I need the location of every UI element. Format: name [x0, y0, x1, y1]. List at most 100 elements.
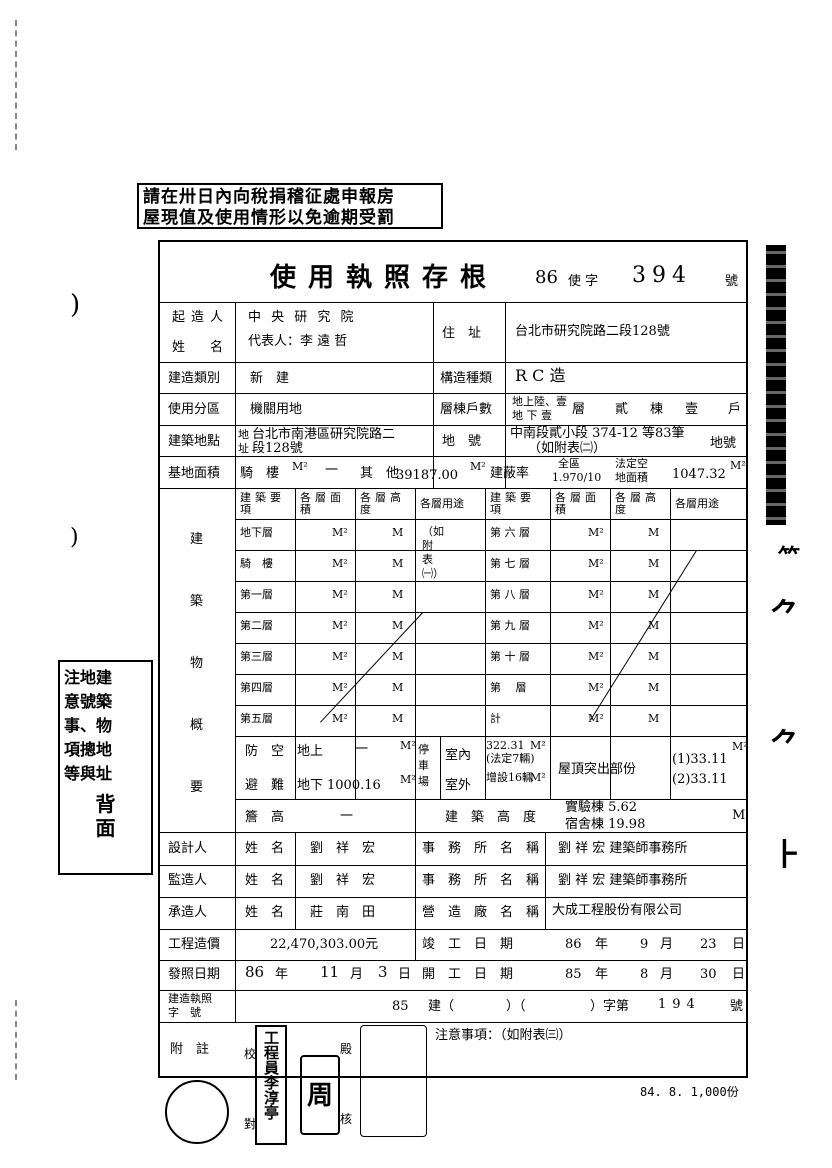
address-label: 住 址: [442, 326, 482, 341]
face-label: 面: [95, 816, 116, 840]
side-notice-line: 等與址: [64, 764, 113, 783]
unit-m: M: [392, 526, 404, 539]
contractor-company: 大成工程股份有限公司: [552, 903, 683, 918]
other-label: 其 他: [360, 466, 400, 481]
lot-suffix: 地號: [710, 436, 737, 451]
rule: [160, 302, 748, 303]
owner-label: 起造人: [172, 310, 230, 325]
parking-outdoor-note: 增設16輛: [486, 771, 533, 784]
shelter-label: 防 空: [245, 744, 285, 759]
engineer-seal: 工程員李淳亭: [255, 1025, 287, 1145]
designer-name-label: 姓 名: [245, 841, 285, 856]
rule: [295, 832, 296, 929]
supervisor-label: 監造人: [168, 873, 208, 888]
header-height-right: 各層高度: [615, 491, 660, 516]
unit-m2: M²: [332, 650, 348, 663]
rule: [160, 488, 748, 489]
round-seal: [165, 1080, 229, 1144]
lot-label: 地 號: [442, 434, 482, 449]
floors-label: 層棟戶數: [440, 402, 493, 417]
roof-projection-2: (2)33.11: [672, 772, 728, 787]
structure-type-value: R C 造: [515, 366, 566, 385]
completion-day: 23: [700, 937, 717, 952]
household-unit: 戶: [728, 402, 742, 417]
overview-label-char: 物: [190, 656, 204, 671]
coverage-value: 1.970/10: [552, 471, 602, 484]
shelter-above-value: 一: [355, 742, 369, 757]
unit-m2: M²: [470, 460, 486, 473]
permit-zidi: ）字第: [590, 999, 630, 1014]
rule: [550, 488, 551, 799]
rule: [160, 929, 748, 930]
building-height-lab: 實驗棟 5.62: [565, 800, 638, 815]
permit-year: 85: [392, 999, 409, 1014]
floor-label-left: 第一層: [240, 588, 273, 601]
eave-height-value: 一: [340, 809, 354, 824]
header-use: 各層用途: [420, 497, 464, 510]
permit-jian: 建（: [428, 999, 455, 1014]
unit-m2: M²: [588, 588, 604, 601]
unit-m: M: [648, 650, 660, 663]
rule: [235, 799, 748, 800]
roof-projection-label: 屋頂突出部份: [558, 762, 637, 777]
unit-m: M: [648, 619, 660, 632]
header-area-right: 各層面積: [555, 491, 600, 516]
parking-indoor-label: 室內: [445, 748, 472, 763]
unit-m2: M²: [400, 739, 416, 752]
site-address-2: 段128號: [252, 441, 303, 456]
lot-number: 中南段貳小段 374-12 等83筆: [510, 426, 685, 441]
lot-note: （如附表㈡）: [528, 441, 607, 456]
rule: [160, 1022, 748, 1023]
structure-type-label: 構造種類: [440, 371, 493, 386]
build-type-label: 建造類別: [168, 371, 221, 386]
shelter-above-label: 地上: [297, 744, 324, 759]
month-unit: 月: [660, 937, 674, 952]
note-text: 注意事項：（如附表㈢）: [435, 1028, 572, 1043]
unit-m2: M²: [530, 739, 546, 752]
note-label: 附 註: [170, 1042, 210, 1057]
floor-label-left: 地下層: [240, 526, 273, 539]
approval-seal-text: 周: [306, 1081, 333, 1111]
back-label: 背: [95, 792, 116, 816]
unit-m: M: [392, 712, 404, 725]
floors-above: 地上陸、壹: [512, 395, 567, 408]
header-use-right: 各層用途: [675, 497, 719, 510]
designer-label: 設計人: [168, 841, 208, 856]
cost-value: 22,470,303.00元: [270, 937, 379, 952]
header-height: 各層高度: [360, 491, 405, 516]
legal-open-label: 法定空: [615, 457, 648, 470]
rule: [235, 550, 748, 551]
rule: [160, 393, 748, 394]
unit-m: M: [392, 557, 404, 570]
side-notice-line: 意號築: [64, 692, 113, 711]
parking-indoor-value: 322.31: [486, 739, 525, 752]
building-height-dorm: 宿舍棟 19.98: [565, 817, 646, 832]
start-date-label: 開 工 日 期: [422, 967, 514, 982]
floor-label-right: 第 八 層: [490, 588, 530, 601]
permit-mid: ）（: [506, 999, 526, 1014]
left-margin-dashes: [15, 20, 18, 150]
rule: [235, 736, 748, 737]
building-unit: 棟: [650, 402, 664, 417]
rule: [235, 674, 748, 675]
unit-m2: M²: [332, 526, 348, 539]
rule: [670, 736, 671, 799]
rule: [295, 488, 296, 799]
floor-label-left: 第四層: [240, 681, 273, 694]
owner-representative: 代表人：李 遠 哲: [248, 334, 348, 349]
permit-number-label: 字 號: [168, 1006, 201, 1019]
rule: [160, 990, 748, 991]
address-notice-stamp: 注地建 意號築 事、物 項摠地 等與址 背 面: [58, 660, 153, 875]
completion-year: 86: [565, 937, 582, 952]
floor-label-right: 第 層: [490, 681, 527, 694]
cost-label: 工程造價: [168, 937, 221, 952]
unit-m2: M²: [588, 650, 604, 663]
parking-outdoor-label: 室外: [445, 778, 472, 793]
edge-fragment: ⺮: [778, 545, 801, 571]
month-unit: 月: [660, 967, 674, 982]
unit-m2: M²: [332, 619, 348, 632]
contractor-name-label: 姓 名: [245, 905, 285, 920]
coverage-whole: 全區: [558, 457, 580, 470]
unit-m2: M²: [530, 771, 546, 784]
rule: [670, 488, 671, 799]
